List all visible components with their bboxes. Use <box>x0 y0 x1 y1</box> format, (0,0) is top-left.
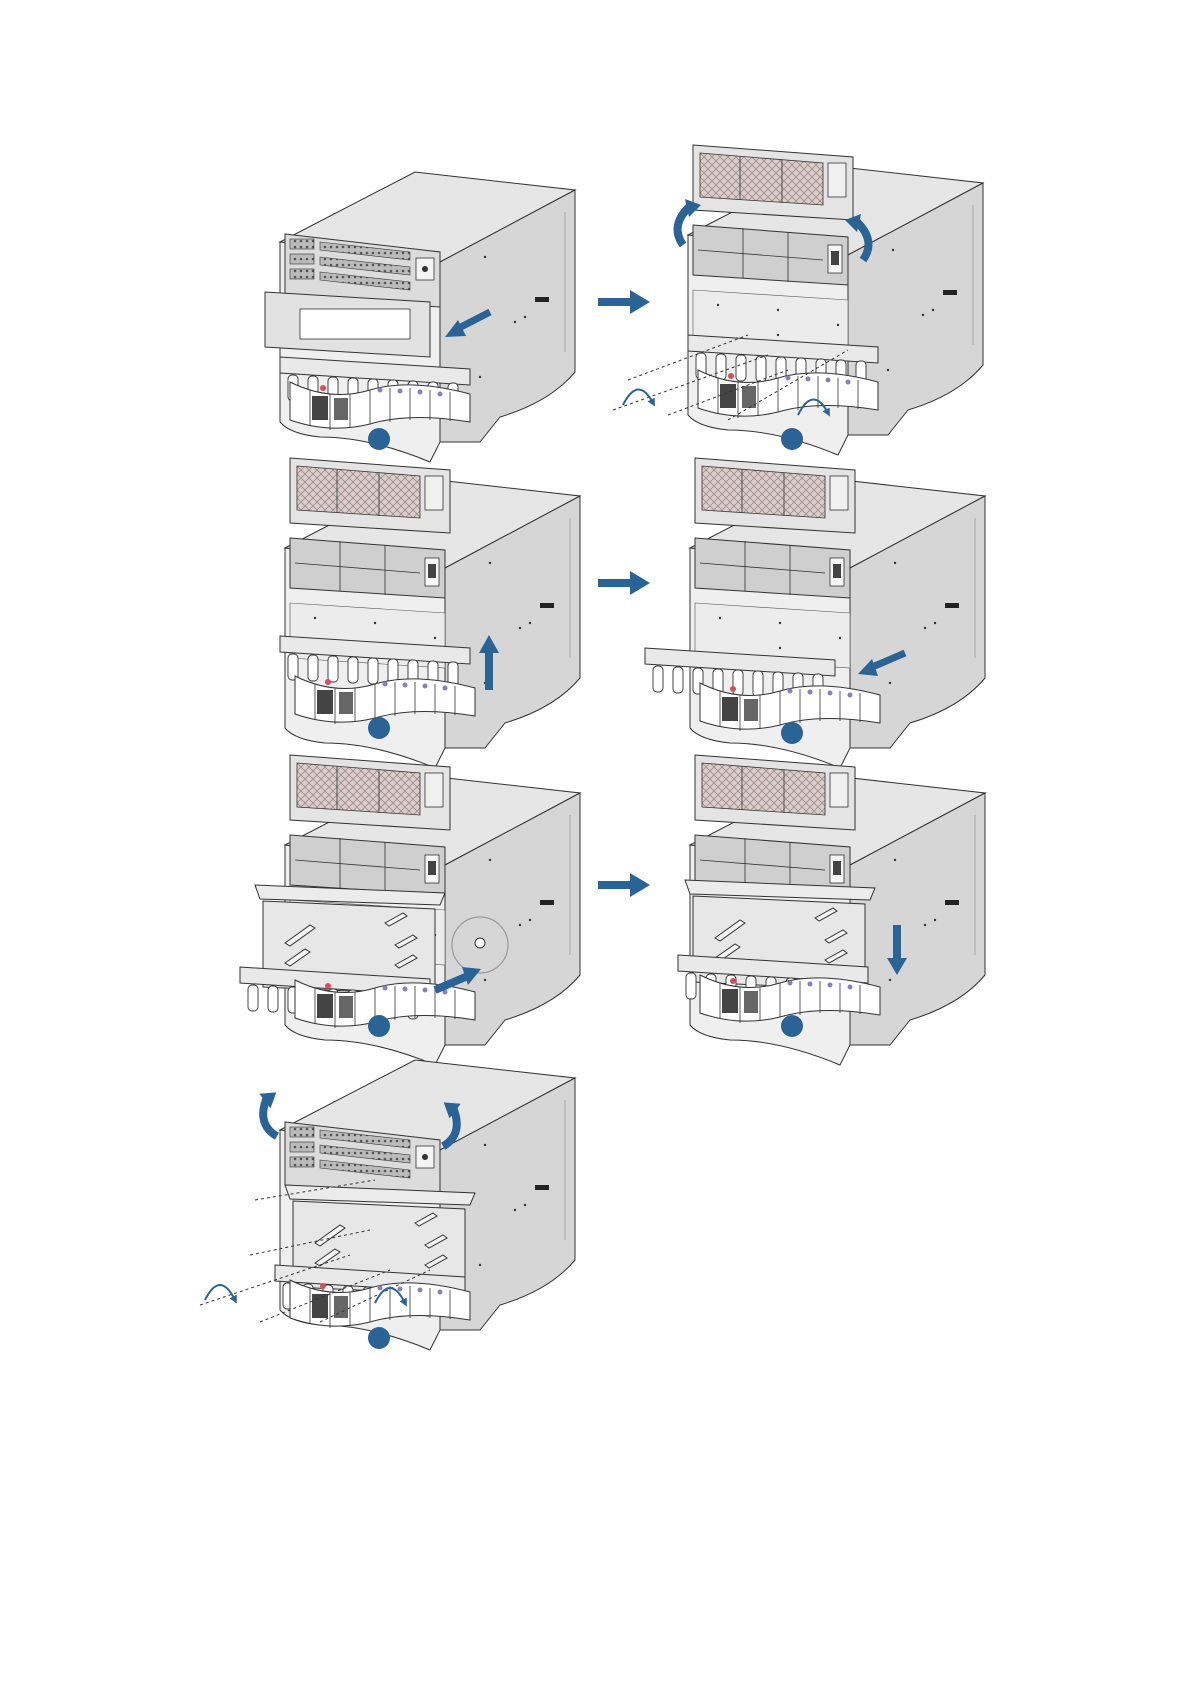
step-4-panel <box>645 458 985 768</box>
right-arrow-icon <box>598 571 650 595</box>
step-1-panel <box>265 172 575 462</box>
step-5-badge <box>368 1015 390 1037</box>
step-2-badge <box>781 428 803 450</box>
step-4-badge <box>781 722 803 744</box>
step-2-panel <box>613 145 983 455</box>
step-6-badge <box>781 1015 803 1037</box>
step-5-panel <box>240 755 580 1065</box>
step-7-badge <box>368 1327 390 1349</box>
right-arrow-icon <box>598 873 650 897</box>
right-arrow-icon <box>598 290 650 314</box>
screw-icon <box>205 1285 235 1300</box>
step-3-badge <box>368 717 390 739</box>
step-3-panel <box>280 458 580 768</box>
unscrew-icon <box>623 389 653 405</box>
step-7-panel <box>200 1060 575 1350</box>
step-1-badge <box>368 428 390 450</box>
step-6-panel <box>678 755 985 1065</box>
